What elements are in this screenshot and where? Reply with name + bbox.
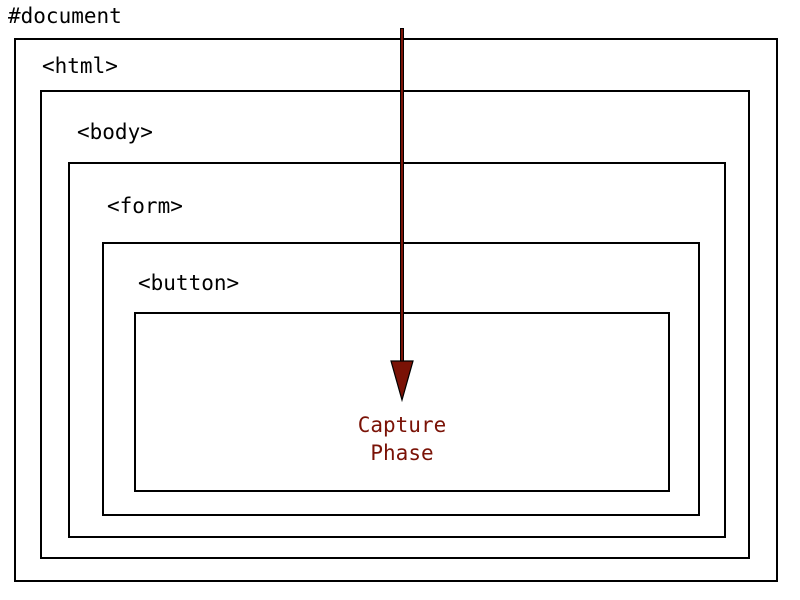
document-label: #document xyxy=(8,4,122,28)
body-label: <body> xyxy=(77,120,153,144)
html-box xyxy=(14,38,778,582)
button-label: <button> xyxy=(138,271,240,295)
capture-arrow-shaft xyxy=(400,28,404,364)
form-box xyxy=(68,162,726,538)
body-box xyxy=(40,90,750,559)
phase-label: Capture Phase xyxy=(302,411,502,467)
phase-label-line-1: Capture xyxy=(357,413,447,437)
form-label: <form> xyxy=(107,194,183,218)
html-label: <html> xyxy=(42,54,118,78)
phase-label-line-2: Phase xyxy=(370,441,434,465)
arrow-down-icon xyxy=(390,360,414,402)
